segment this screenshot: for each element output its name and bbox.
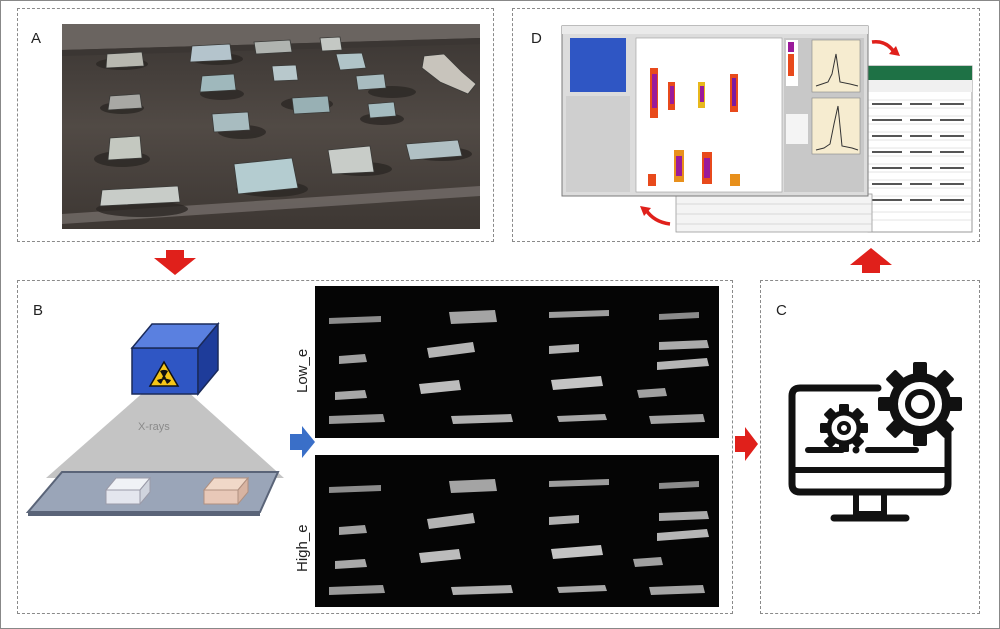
sample-block-left	[104, 476, 152, 506]
beam-label: X-rays	[138, 421, 170, 433]
image-analysis-window	[561, 25, 869, 197]
sample-block-right	[202, 476, 250, 506]
xray-beam	[46, 390, 284, 478]
panel-c-label: C	[776, 302, 787, 319]
software-screenshots	[561, 25, 973, 233]
panel-a	[17, 8, 494, 242]
arrow-a-to-b	[154, 250, 196, 275]
arrow-b-to-c	[735, 427, 758, 461]
arrow-c-to-d	[850, 248, 892, 273]
low-energy-xray-image	[315, 286, 719, 438]
panel-b	[17, 280, 733, 614]
small-gear-icon	[820, 404, 868, 452]
radiation-hazard-icon	[148, 360, 180, 387]
panel-b-label: B	[33, 302, 44, 319]
panel-a-label: A	[31, 30, 42, 47]
high-energy-label: High_e	[294, 524, 311, 572]
arrow-scanner-to-images	[290, 426, 315, 458]
high-energy-xray-image	[315, 455, 719, 607]
low-energy-label: Low_e	[294, 348, 311, 393]
panel-c	[760, 280, 980, 614]
computer-gears-icon	[788, 362, 962, 522]
large-gear-icon	[878, 362, 962, 446]
panel-d-label: D	[531, 30, 542, 47]
rock-samples-photo	[62, 24, 480, 229]
panel-d	[512, 8, 980, 242]
spreadsheet-window	[675, 65, 973, 233]
xray-scanner-illustration: X-rays	[26, 321, 284, 516]
